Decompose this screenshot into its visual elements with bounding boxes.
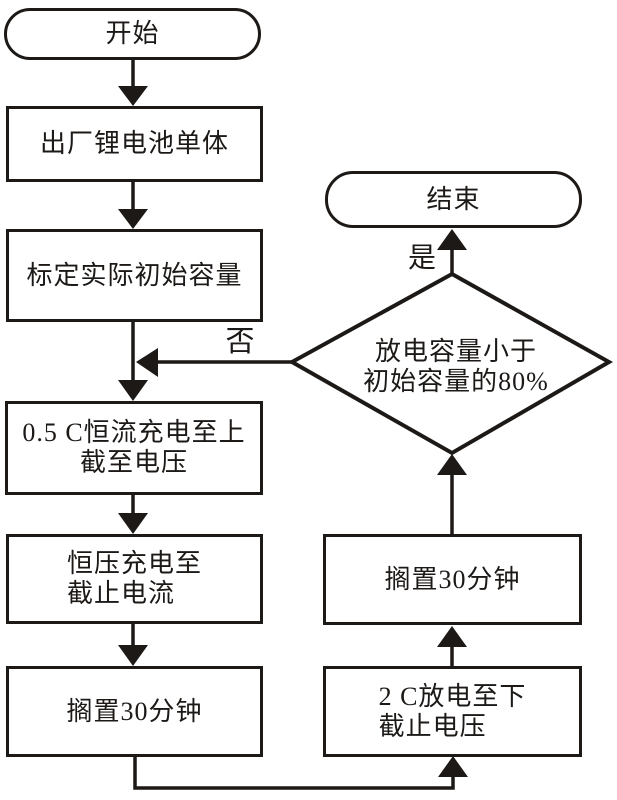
node-cv-charge-line1: 恒压充电至	[66, 549, 202, 578]
arrowhead-into-calibrate	[118, 209, 148, 229]
arrowhead-into-restright	[437, 626, 467, 647]
node-end: 结束	[325, 171, 582, 228]
node-cc-charge-line2: 截至电压	[79, 448, 188, 477]
arrowhead-into-cvcharge	[118, 513, 148, 534]
arrowhead-into-factory	[118, 86, 148, 106]
node-factory-cell-label: 出厂锂电池单体	[39, 129, 229, 158]
node-cc-charge-line1: 0.5 C恒流充电至上	[22, 418, 246, 447]
node-decision-label: 放电容量小于 初始容量的80%	[296, 336, 616, 398]
arrowhead-into-end	[437, 229, 467, 250]
node-discharge-line1: 2 C放电至下	[378, 681, 527, 711]
node-rest-right-label: 搁置30分钟	[384, 564, 521, 594]
arrowhead-no-branch	[136, 348, 158, 377]
node-end-label: 结束	[426, 184, 481, 214]
node-discharge-label: 2 C放电至下 截止电压	[379, 682, 527, 742]
node-cv-charge-label: 恒压充电至 截止电流	[67, 549, 202, 609]
edge-label-yes: 是	[407, 243, 436, 274]
node-rest-left-label: 搁置30分钟	[66, 696, 203, 726]
node-calibrate-label: 标定实际初始容量	[26, 260, 243, 290]
arrowhead-into-decision	[437, 454, 467, 475]
arrowhead-into-restleft	[118, 645, 148, 666]
node-start-label: 开始	[105, 19, 160, 48]
arrowhead-into-discharge	[438, 756, 468, 777]
node-calibrate: 标定实际初始容量	[6, 229, 263, 322]
node-factory-cell: 出厂锂电池单体	[6, 106, 263, 182]
node-discharge: 2 C放电至下 截止电压	[323, 666, 582, 757]
node-cv-charge-line2: 截止电流	[66, 579, 175, 608]
node-cc-charge-label: 0.5 C恒流充电至上 截至电压	[22, 418, 245, 478]
arrowhead-into-cccharge	[118, 380, 148, 401]
node-discharge-line2: 截止电压	[378, 711, 487, 741]
edge-restleft-to-discharge	[133, 754, 455, 790]
node-rest-right: 搁置30分钟	[323, 534, 582, 625]
node-cc-charge: 0.5 C恒流充电至上 截至电压	[5, 401, 263, 495]
decision-diamond	[287, 271, 614, 456]
node-decision-line2: 初始容量的80%	[363, 367, 549, 396]
edge-label-no: 否	[225, 326, 255, 358]
node-decision-line1: 放电容量小于	[374, 337, 537, 366]
node-start: 开始	[4, 8, 261, 60]
node-cv-charge: 恒压充电至 截止电流	[6, 534, 263, 624]
node-rest-left: 搁置30分钟	[6, 666, 263, 757]
